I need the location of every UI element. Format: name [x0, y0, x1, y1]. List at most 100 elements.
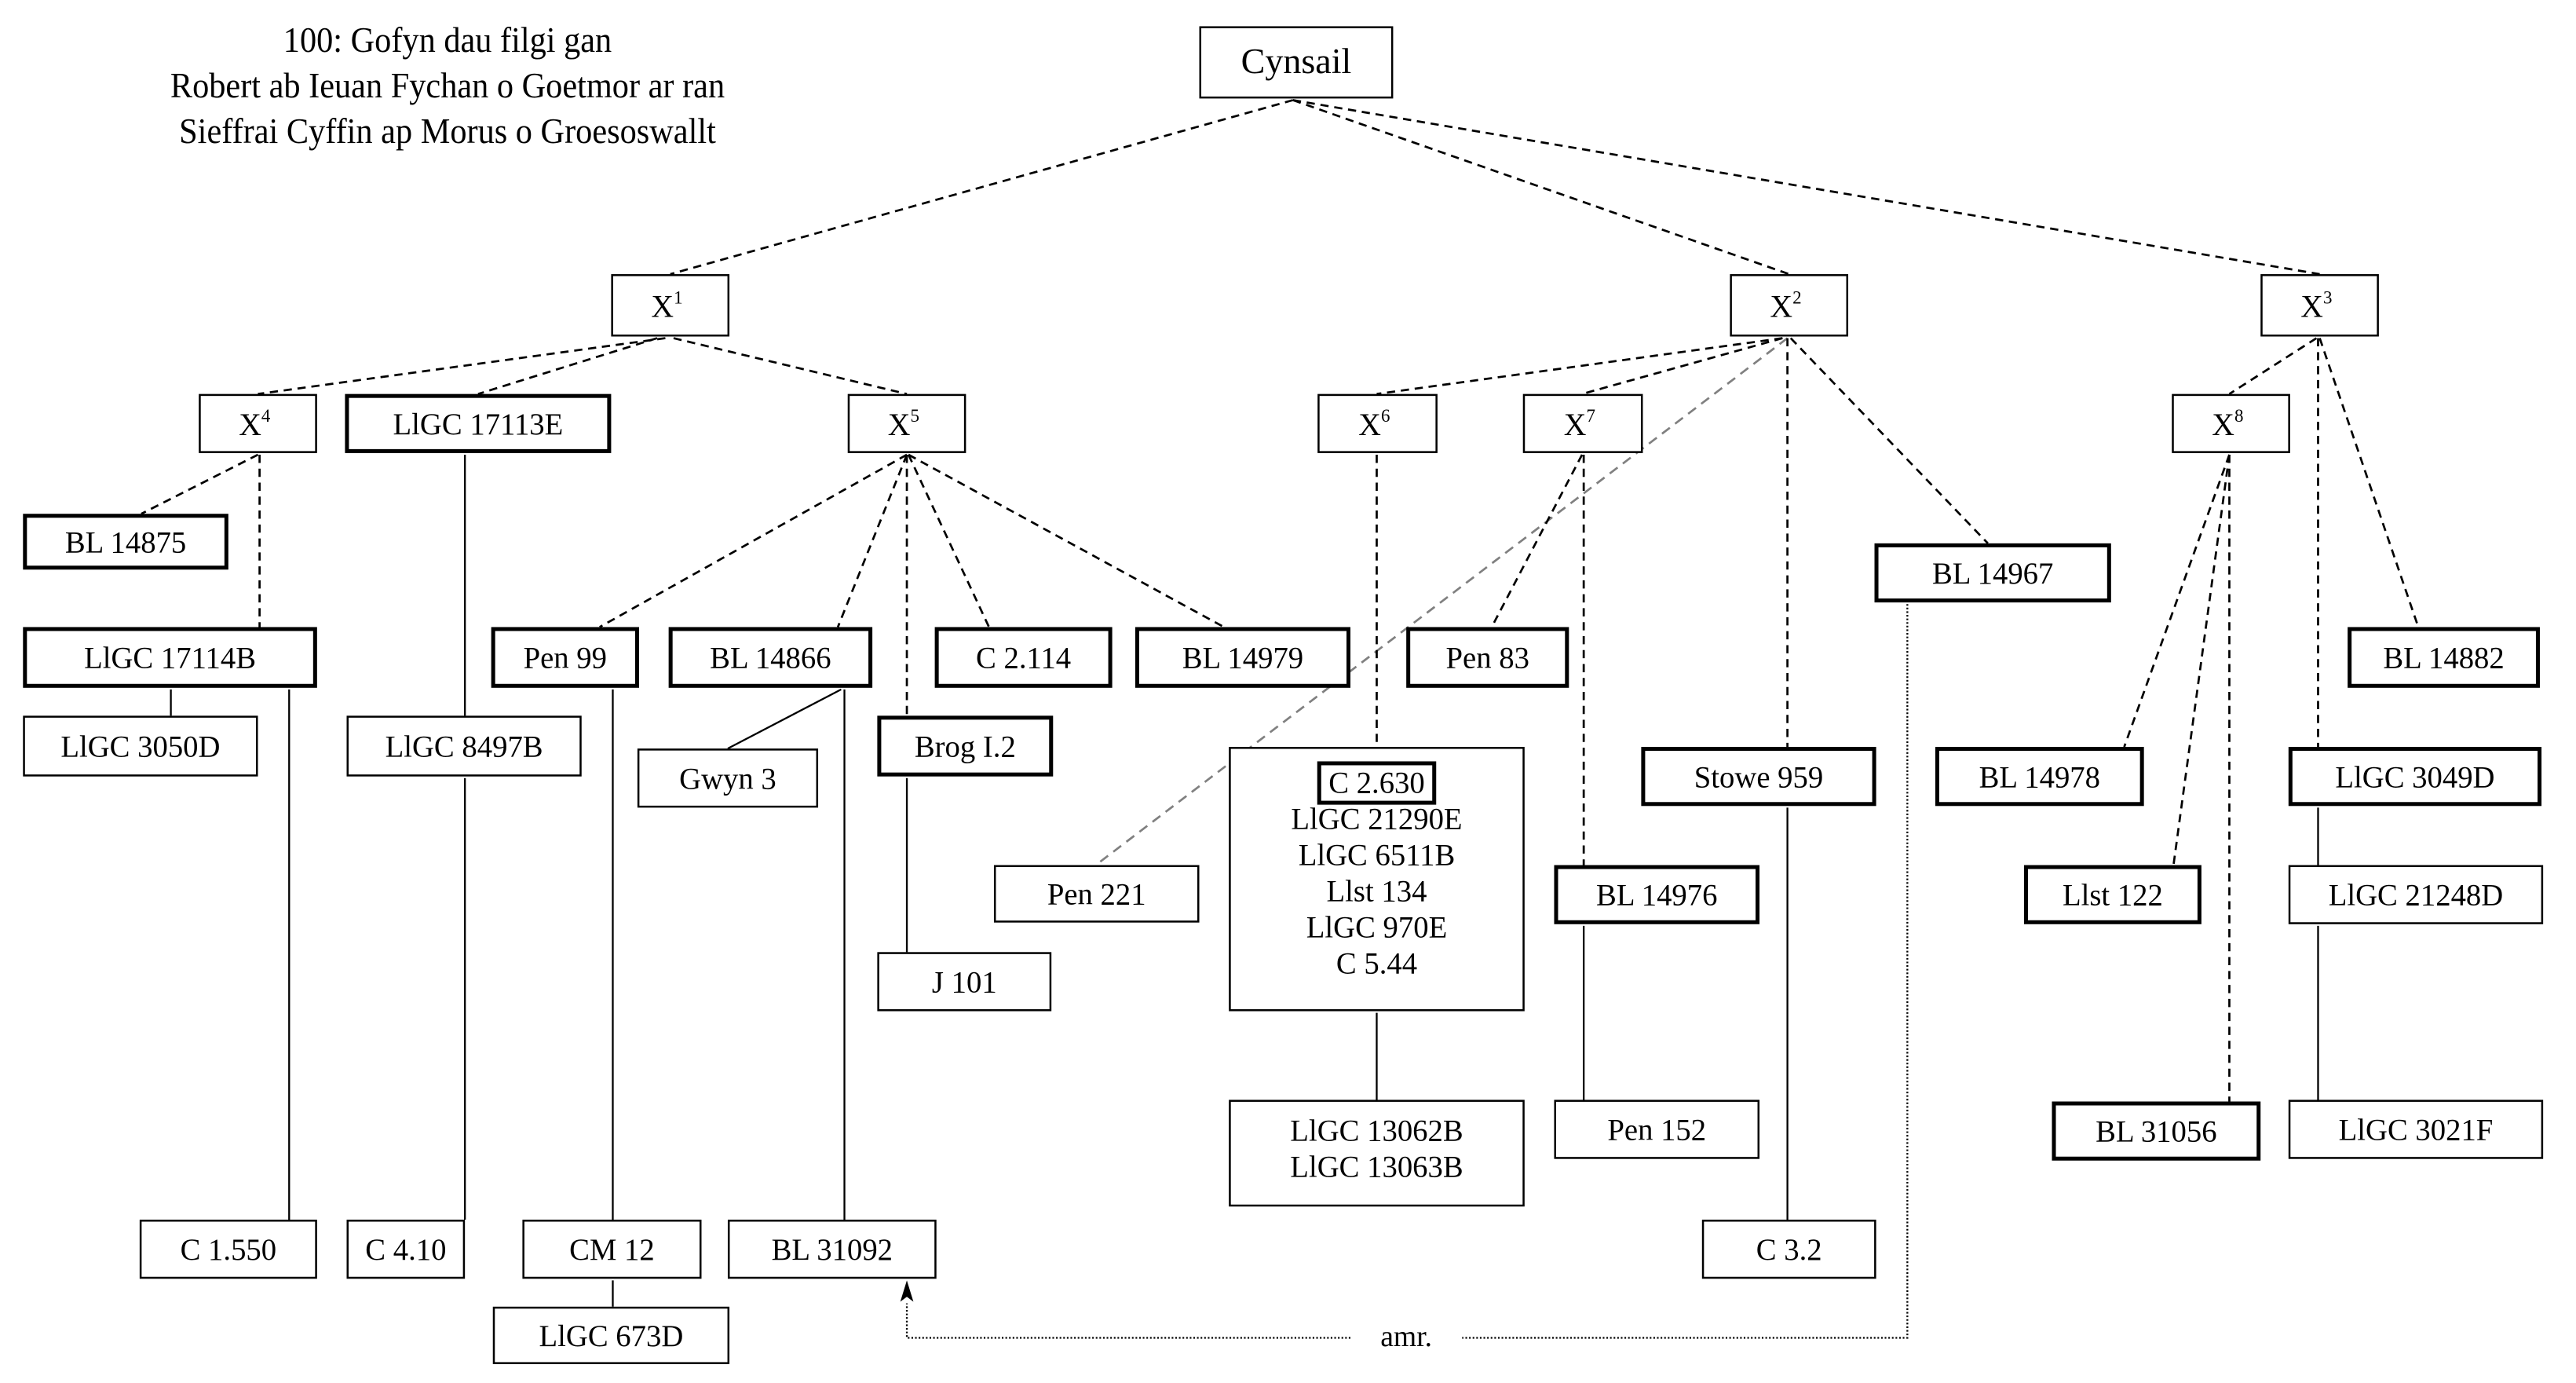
node-box	[492, 1306, 730, 1364]
node-pen152[interactable]: Pen 152	[1554, 1099, 1760, 1159]
node-label-superscript: 6	[1381, 406, 1390, 426]
node-label: C 4.10	[365, 1234, 446, 1267]
node-cynsail[interactable]: Cynsail	[1199, 26, 1394, 99]
title-line-2: Robert ab Ieuan Fychan o Goetmor ar ran	[170, 65, 725, 105]
node-box	[637, 748, 819, 808]
node-bl14978[interactable]: BL 14978	[1935, 747, 2144, 807]
node-stowe959[interactable]: Stowe 959	[1641, 747, 1876, 807]
node-x5[interactable]: X5	[847, 393, 966, 453]
node-label: X3	[2300, 288, 2332, 324]
node-box	[1641, 747, 1876, 807]
node-llgc3021f[interactable]: LlGC 3021F	[2288, 1099, 2544, 1159]
node-bl14882[interactable]: BL 14882	[2348, 627, 2540, 688]
node-label-superscript: 7	[1587, 406, 1596, 426]
node-box	[934, 627, 1113, 688]
node-bl31092[interactable]: BL 31092	[727, 1220, 937, 1279]
edge-x5-to-c2114	[907, 454, 990, 628]
node-x7[interactable]: X7	[1522, 393, 1643, 453]
node-bl14976[interactable]: BL 14976	[1554, 865, 1760, 924]
node-label-superscript: 2	[1792, 288, 1802, 308]
node-box	[1317, 393, 1438, 453]
node-x6[interactable]: X6	[1317, 393, 1438, 453]
node-c1550[interactable]: C 1.550	[139, 1220, 317, 1279]
node-box	[1229, 1099, 1525, 1207]
node-llgc17113e[interactable]: LlGC 17113E	[345, 393, 612, 453]
node-box	[2288, 747, 2542, 807]
node-j101[interactable]: J 101	[877, 952, 1052, 1012]
node-label-superscript: 8	[2234, 406, 2244, 426]
node-llgc3049d[interactable]: LlGC 3049D	[2288, 747, 2542, 807]
group-line: LlGC 21290E	[1291, 803, 1462, 836]
node-label-base: X	[651, 289, 674, 324]
node-cm12[interactable]: CM 12	[522, 1220, 702, 1279]
node-label: Stowe 959	[1694, 761, 1823, 794]
node-label: LlGC 3049D	[2335, 761, 2494, 794]
node-box	[847, 393, 966, 453]
node-box	[23, 514, 228, 570]
node-label: X6	[1358, 406, 1390, 442]
node-label: BL 14875	[65, 526, 186, 559]
node-bl14979[interactable]: BL 14979	[1135, 627, 1351, 688]
node-box	[199, 393, 317, 453]
node-box	[2288, 865, 2544, 924]
node-label: BL 31092	[772, 1234, 893, 1267]
node-bl31056[interactable]: BL 31056	[2052, 1101, 2261, 1161]
node-c2114[interactable]: C 2.114	[934, 627, 1113, 688]
node-bl14967[interactable]: BL 14967	[1874, 543, 2111, 603]
node-x3[interactable]: X3	[2260, 274, 2379, 337]
node-pen83[interactable]: Pen 83	[1406, 627, 1569, 688]
edge-bl14866-to-gwyn3	[727, 688, 842, 750]
node-c410[interactable]: C 4.10	[346, 1220, 466, 1279]
node-x1[interactable]: X1	[611, 274, 730, 337]
edge-x8-to-llst122	[2172, 454, 2231, 865]
node-label: BL 14976	[1596, 880, 1717, 913]
node-llgc673d[interactable]: LlGC 673D	[492, 1306, 730, 1364]
node-box	[993, 865, 1200, 923]
edge-x7-to-pen83	[1490, 454, 1584, 628]
node-box	[1554, 1099, 1760, 1159]
node-label: Gwyn 3	[679, 763, 776, 796]
node-llgc8497b[interactable]: LlGC 8497B	[346, 715, 582, 777]
node-pen221[interactable]: Pen 221	[993, 865, 1200, 923]
node-box	[1135, 627, 1351, 688]
node-brogi2[interactable]: Brog I.2	[877, 715, 1054, 777]
node-box	[877, 952, 1052, 1012]
node-box	[139, 1220, 317, 1279]
node-label: Pen 83	[1446, 642, 1529, 675]
node-c32[interactable]: C 3.2	[1701, 1220, 1876, 1279]
edge-x1-to-x5	[673, 337, 908, 395]
node-box	[522, 1220, 702, 1279]
node-label: LlGC 3050D	[60, 731, 220, 764]
group-line: Llst 134	[1327, 876, 1427, 909]
node-x2[interactable]: X2	[1730, 274, 1849, 337]
node-label: C 3.2	[1756, 1234, 1822, 1267]
node-llgc3050d[interactable]: LlGC 3050D	[23, 715, 258, 777]
node-bl14875[interactable]: BL 14875	[23, 514, 228, 570]
node-x8[interactable]: X8	[2172, 393, 2290, 453]
node-label: BL 14978	[1979, 761, 2100, 794]
edge-x2-to-bl14967	[1789, 337, 1989, 544]
node-llst122[interactable]: Llst 122	[2023, 865, 2201, 924]
node-box	[668, 627, 873, 688]
node-llgc21248d[interactable]: LlGC 21248D	[2288, 865, 2544, 924]
node-gwyn3[interactable]: Gwyn 3	[637, 748, 819, 808]
node-label-superscript: 4	[261, 406, 271, 426]
edge-x2-to-x7	[1581, 337, 1783, 395]
edge-x2-to-pen221	[1094, 337, 1789, 866]
node-pen99[interactable]: Pen 99	[491, 627, 639, 688]
node-box	[345, 393, 612, 453]
node-label-base: X	[239, 408, 261, 442]
node-llgc17114b[interactable]: LlGC 17114B	[23, 627, 317, 688]
node-bl14866[interactable]: BL 14866	[668, 627, 873, 688]
node-box	[1701, 1220, 1876, 1279]
node-x4[interactable]: X4	[199, 393, 317, 453]
edge-x1-to-llgc17113e	[477, 337, 658, 395]
node-label: C 1.550	[181, 1234, 277, 1267]
edge-cynsail-to-x1	[670, 99, 1294, 276]
edge-x2-to-x6	[1376, 337, 1783, 395]
node-label: X4	[239, 406, 271, 442]
edge-x5-to-bl14979	[908, 453, 1225, 628]
